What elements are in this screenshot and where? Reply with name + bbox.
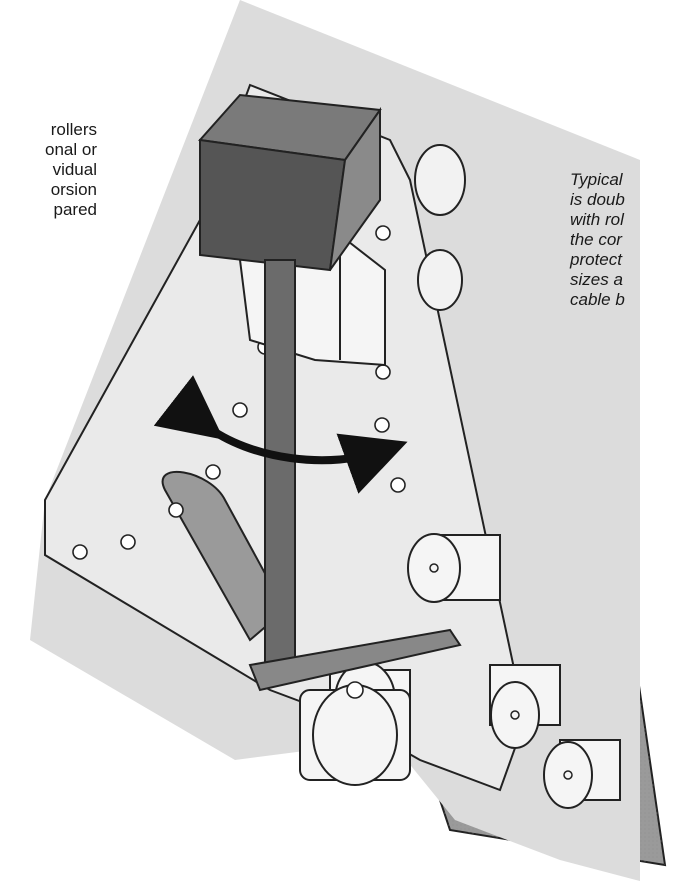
right-caption-line: with rol	[570, 210, 624, 229]
bolt-icon	[375, 225, 391, 241]
bolt-icon	[375, 364, 391, 380]
bolt-icon	[168, 502, 184, 518]
roller-icon	[543, 739, 621, 809]
bolt-icon	[346, 681, 364, 699]
roller-icon	[407, 533, 501, 603]
top-block	[198, 93, 382, 272]
right-caption-line: sizes a	[570, 270, 623, 289]
double-arrow-icon	[153, 375, 408, 494]
left-caption-line: vidual	[52, 160, 97, 179]
pendulum-arm	[264, 259, 296, 681]
right-caption: Typical is doub with rol the cor protect…	[570, 170, 625, 310]
bolt-icon	[205, 464, 221, 480]
left-caption-line: onal or	[45, 140, 97, 159]
right-caption-line: is doub	[570, 190, 625, 209]
right-caption-line: cable b	[570, 290, 625, 309]
left-caption-line: orsion	[50, 180, 97, 199]
roller-icon	[489, 664, 561, 749]
bolt-icon	[232, 402, 248, 418]
bolt-icon	[390, 477, 406, 493]
left-caption-line: rollers	[50, 120, 97, 139]
left-caption: rollers onal or vidual orsion pared	[45, 120, 97, 220]
right-caption-line: Typical	[570, 170, 623, 189]
right-caption-line: the cor	[570, 230, 622, 249]
left-caption-line: pared	[53, 200, 97, 219]
crossbar	[248, 628, 462, 692]
arm-roller	[299, 681, 411, 786]
upper-rollers	[414, 144, 466, 311]
right-caption-line: protect	[570, 250, 622, 269]
bolt-icon	[120, 534, 136, 550]
bolt-icon	[374, 417, 390, 433]
bolt-icon	[72, 544, 88, 560]
